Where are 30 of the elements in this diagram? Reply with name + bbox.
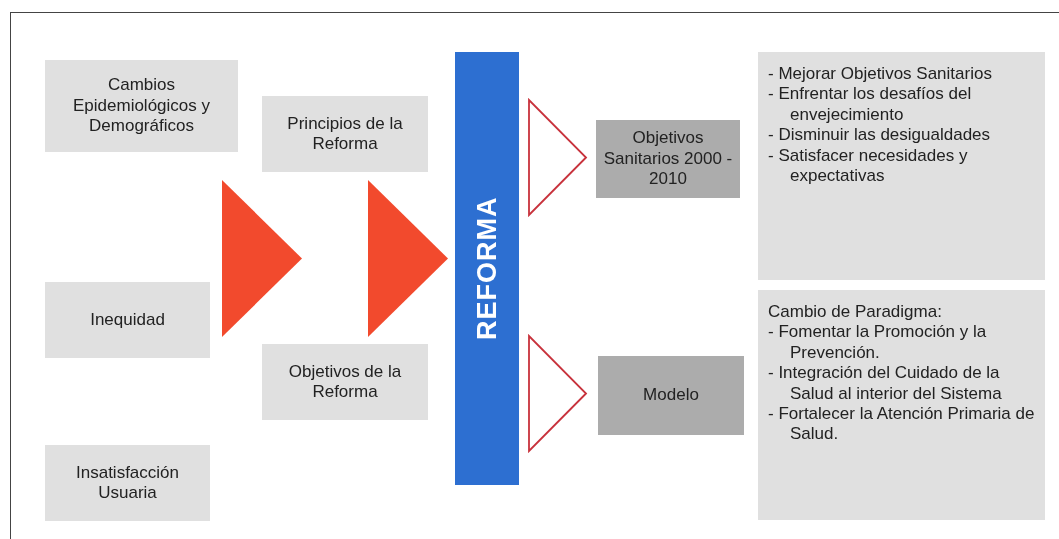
box-label: Modelo: [643, 385, 699, 406]
list-item: - Satisfacer necesidades y expectativas: [768, 145, 969, 187]
list-heading: Cambio de Paradigma:: [768, 302, 942, 323]
box-label: Objetivos Sanitarios 2000 - 2010: [602, 128, 734, 190]
list-item: - Fortalecer la Atención Primaria de Salud.: [768, 403, 1035, 445]
cause-box: [45, 445, 210, 521]
box-label: REFORMA: [470, 196, 503, 341]
outcome-box: [598, 356, 744, 435]
reform-box: [262, 344, 428, 420]
list-item: - Fomentar la Promoción y la Prevención.: [768, 322, 988, 364]
reform-box: [262, 96, 428, 172]
box-label: Cambios Epidemiológicos y Demográficos: [72, 75, 211, 137]
outcome-box: [596, 120, 740, 198]
list-item: - Enfrentar los desafíos del envejecimiento: [768, 84, 973, 126]
box-label: Principios de la Reforma: [286, 113, 404, 155]
box-label: Objetivos de la Reforma: [287, 361, 403, 403]
list-item: - Mejorar Objetivos Sanitarios: [768, 64, 992, 85]
cause-box: [45, 282, 210, 358]
detail-box: [758, 52, 1045, 280]
chevron-arrow: [222, 180, 302, 337]
cause-box: [45, 60, 238, 152]
detail-box: [758, 290, 1045, 520]
box-label: Inequidad: [90, 309, 165, 331]
list-item: - Disminuir las desigualdades: [768, 125, 991, 146]
chevron-arrow: [528, 97, 588, 218]
box-label: Insatisfacción Usuaria: [75, 462, 180, 504]
chevron-arrow: [528, 333, 588, 454]
reform-bar: [455, 52, 519, 485]
chevron-arrow: [368, 180, 448, 337]
list-item: - Integración del Cuidado de la Salud al interior del Sistema: [768, 363, 1003, 404]
